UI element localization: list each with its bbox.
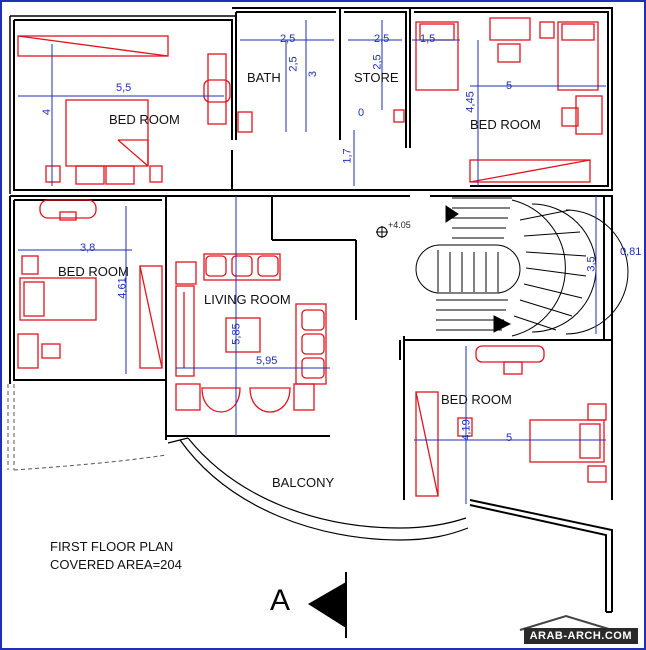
dimension-label: 5,85: [230, 323, 243, 345]
dimension-label: 0: [358, 107, 365, 119]
dimension-label: 5: [506, 80, 513, 92]
dashed-outline: [7, 384, 167, 471]
room-label-bedroom: BED ROOM: [470, 117, 541, 132]
dimension-label: 1,7: [341, 148, 354, 164]
dimension-label: 5: [506, 432, 513, 444]
dimension-label: 2,5: [280, 33, 296, 45]
room-label-bedroom: BED ROOM: [58, 264, 129, 279]
walls: [9, 7, 613, 613]
dimension-label: 4: [41, 108, 54, 116]
dimension-label: 1,5: [420, 33, 436, 45]
watermark-roof: [519, 614, 613, 631]
dimension-label: 4,19: [460, 419, 473, 441]
dimension-label: 3,8: [80, 242, 96, 254]
plan-area: COVERED AREA=204: [50, 557, 182, 572]
dimension-label: 4,45: [464, 91, 477, 113]
stairs: [415, 197, 629, 337]
section-letter: A: [270, 584, 291, 617]
room-label-bedroom: BED ROOM: [441, 392, 512, 407]
room-label-bedroom: BED ROOM: [109, 112, 180, 127]
level-marker: [376, 226, 388, 238]
watermark: ARAB-ARCH.COM: [523, 628, 638, 644]
dimension-label: 3: [307, 70, 320, 78]
dimension-label: 0,81: [620, 246, 642, 258]
dimension-label: 2,5: [371, 54, 384, 70]
section-arrow: [308, 572, 347, 638]
furniture: [17, 17, 607, 497]
room-label-balcony: BALCONY: [272, 475, 335, 490]
dimension-label: 2,5: [287, 56, 300, 72]
dimension-lines: [18, 20, 606, 504]
plan-title: FIRST FLOOR PLAN: [50, 539, 174, 554]
level-label: +4.05: [388, 220, 411, 230]
dimension-label: 5,95: [256, 355, 278, 367]
room-label-bath: BATH: [247, 70, 281, 85]
room-label-living-room: LIVING ROOM: [204, 292, 291, 307]
dimension-label: 5,5: [116, 82, 132, 94]
dimension-label: 4,61: [116, 277, 129, 299]
dimension-label: 3,5: [585, 256, 598, 272]
balcony-curve: [167, 437, 469, 541]
dimension-label: 2,5: [374, 33, 390, 45]
room-label-store: STORE: [354, 70, 399, 85]
